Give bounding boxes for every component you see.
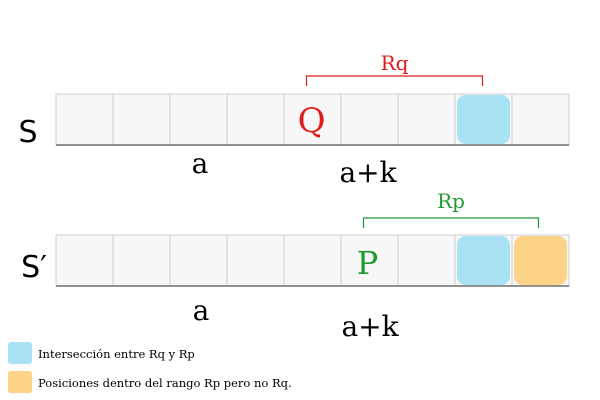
legend-text-intersection: Intersección entre Rq y Rp — [38, 347, 195, 361]
range-label-rp: Rp — [437, 189, 465, 213]
rp-only-cell — [514, 236, 567, 285]
legend: Intersección entre Rq y Rp Posiciones de… — [8, 342, 292, 393]
index-label-a: a — [193, 294, 210, 327]
array-cell — [169, 93, 228, 146]
array-row-s: S Rq Q a a+k — [18, 51, 570, 189]
array-cell — [226, 93, 285, 146]
legend-swatch-rp-only — [8, 371, 32, 393]
range-bracket-rq — [305, 75, 484, 86]
legend-text-rp-only: Posiciones dentro del rango Rp pero no R… — [38, 376, 292, 390]
index-label-a-plus-k: a+k — [339, 156, 397, 189]
array-cell — [397, 93, 456, 146]
array-row-s-prime: S′ Rp P a a+k — [21, 189, 570, 343]
marker-q: Q — [298, 101, 326, 141]
array-cell — [397, 234, 456, 287]
index-label-a-plus-k: a+k — [341, 310, 399, 343]
array-cell — [511, 93, 570, 146]
array-label-s: S — [18, 115, 37, 150]
intersection-cell — [457, 95, 510, 144]
array-cell — [55, 93, 114, 146]
array-cell — [112, 93, 171, 146]
legend-swatch-intersection — [8, 342, 32, 364]
array-cell — [340, 93, 399, 146]
range-bracket-line — [305, 75, 484, 86]
range-bracket-line — [362, 217, 540, 228]
range-label-rq: Rq — [381, 51, 409, 75]
array-cell — [112, 234, 171, 287]
intersection-cell — [457, 236, 510, 285]
array-cells-s — [55, 93, 570, 146]
index-label-a: a — [192, 147, 209, 180]
marker-p: P — [357, 244, 379, 282]
array-cells-s-prime — [55, 234, 570, 287]
array-cell — [169, 234, 228, 287]
array-label-s-prime: S′ — [21, 250, 47, 285]
range-bracket-rp — [362, 217, 540, 228]
array-cell — [55, 234, 114, 287]
array-cell — [226, 234, 285, 287]
array-cell — [283, 234, 342, 287]
